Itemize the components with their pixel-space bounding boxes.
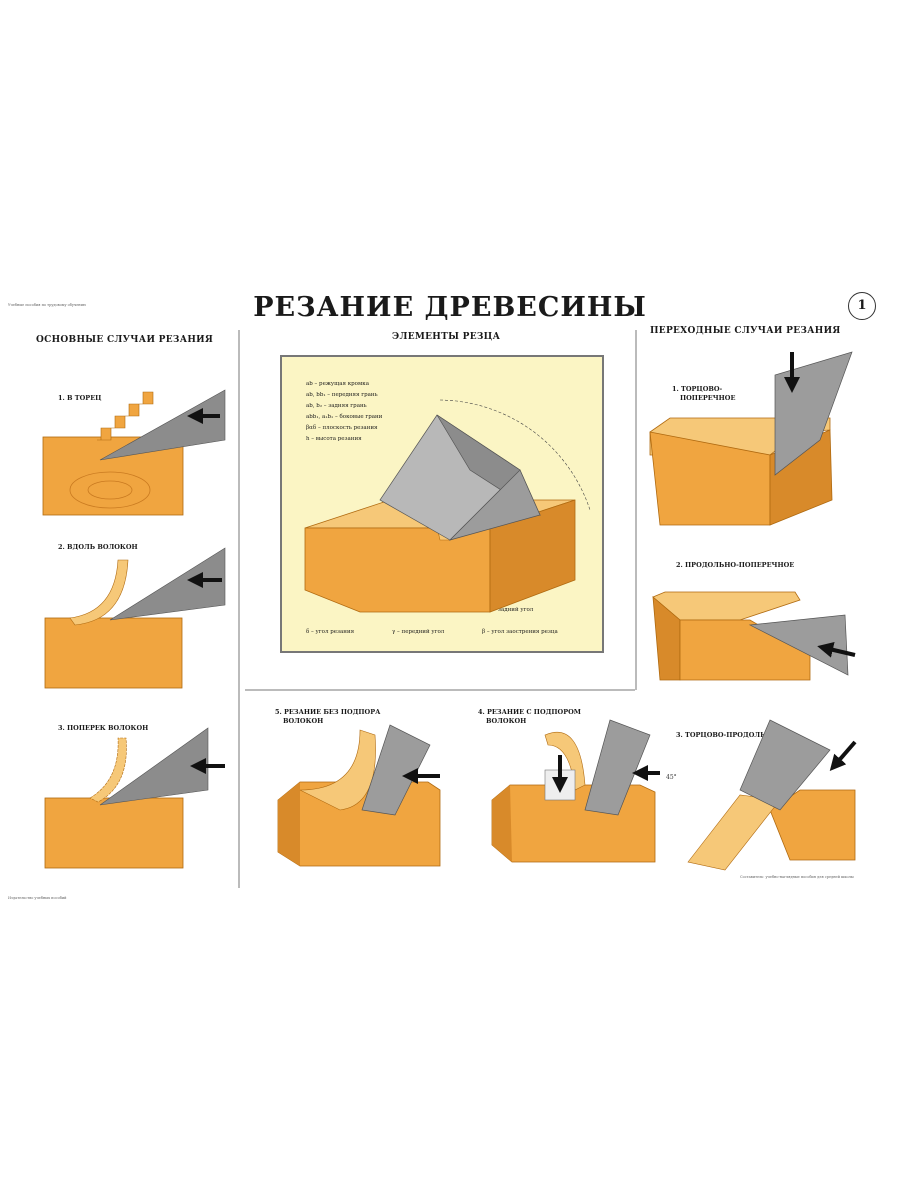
- left-item-2-label: 2. ВДОЛЬ ВОЛОКОН: [58, 543, 138, 551]
- corner-note-bottom-right: Составитель: учебно-наглядные пособия дл…: [740, 875, 854, 879]
- left-heading: ОСНОВНЫЕ СЛУЧАИ РЕЗАНИЯ: [36, 335, 214, 345]
- label-line: 1. ТОРЦОВО-: [672, 385, 723, 393]
- divider-center: [245, 689, 635, 691]
- label-line: ПОПЕРЕЧНОЕ: [680, 394, 736, 402]
- left-item-3-label: 3. ПОПЕРЕК ВОЛОКОН: [58, 724, 149, 732]
- bottom-item-5-label: 5. РЕЗАНИЕ БЕЗ ПОДПОРА ВОЛОКОН: [275, 708, 380, 726]
- divider-left: [238, 330, 240, 888]
- angle-beta: β – угол заострения резца: [482, 629, 558, 635]
- illustration-across-grain: [44, 727, 225, 869]
- cutter-elements-panel: ab – режущая кромка ab, bb₁ – передняя г…: [280, 355, 604, 653]
- label-line: 4. РЕЗАНИЕ С ПОДПОРОМ: [478, 708, 581, 716]
- legend-list: ab – режущая кромка ab, bb₁ – передняя г…: [306, 379, 382, 445]
- illustration-long-cross: [652, 591, 856, 681]
- corner-note-top-left: Учебные пособия по трудовому обучению: [8, 303, 86, 307]
- legend-item: ab, bb₁ – передняя грань: [306, 392, 378, 398]
- illustration-with-support: [491, 719, 660, 863]
- illustration-along-grain: [44, 547, 226, 689]
- illustration-no-support: [277, 724, 441, 867]
- angle-45-label: 45°: [666, 774, 677, 781]
- legend-item: ab – режущая кромка: [306, 381, 369, 387]
- left-item-1-label: 1. В ТОРЕЦ: [58, 394, 102, 402]
- illustration-end-cross: [649, 351, 853, 526]
- legend-item: h – высота резания: [306, 436, 362, 442]
- label-line: ВОЛОКОН: [283, 717, 324, 725]
- angle-gamma: γ – передний угол: [392, 629, 445, 635]
- illustration-end-grain: [42, 389, 226, 516]
- bottom-item-4-label: 4. РЕЗАНИЕ С ПОДПОРОМ ВОЛОКОН: [478, 708, 581, 726]
- label-line: ВОЛОКОН: [486, 717, 527, 725]
- right-item-1-label: 1. ТОРЦОВО- ПОПЕРЕЧНОЕ: [672, 385, 735, 403]
- legend-item: βαδ – плоскость резания: [306, 425, 378, 431]
- sheet-number: 1: [848, 292, 876, 320]
- page-title: РЕЗАНИЕ ДРЕВЕСИНЫ: [253, 292, 647, 323]
- corner-note-bottom-left: Издательство учебных пособий: [8, 896, 67, 900]
- angle-delta: δ – угол резания: [306, 629, 355, 635]
- legend-item: ab, b₂ – задняя грань: [306, 403, 367, 409]
- angle-alpha: α – задний угол: [488, 607, 534, 613]
- illustration-end-long: [687, 719, 857, 871]
- divider-right: [635, 330, 637, 690]
- right-item-2-label: 2. ПРОДОЛЬНО-ПОПЕРЕЧНОЕ: [676, 561, 795, 569]
- right-item-3-label: 3. ТОРЦОВО-ПРОДОЛЬНОЕ: [676, 731, 783, 739]
- right-heading: ПЕРЕХОДНЫЕ СЛУЧАИ РЕЗАНИЯ: [650, 326, 841, 336]
- label-line: 5. РЕЗАНИЕ БЕЗ ПОДПОРА: [275, 708, 381, 716]
- legend-item: abb₁, a₁b₁ – боковые грани: [306, 414, 383, 420]
- center-heading: ЭЛЕМЕНТЫ РЕЗЦА: [392, 332, 501, 342]
